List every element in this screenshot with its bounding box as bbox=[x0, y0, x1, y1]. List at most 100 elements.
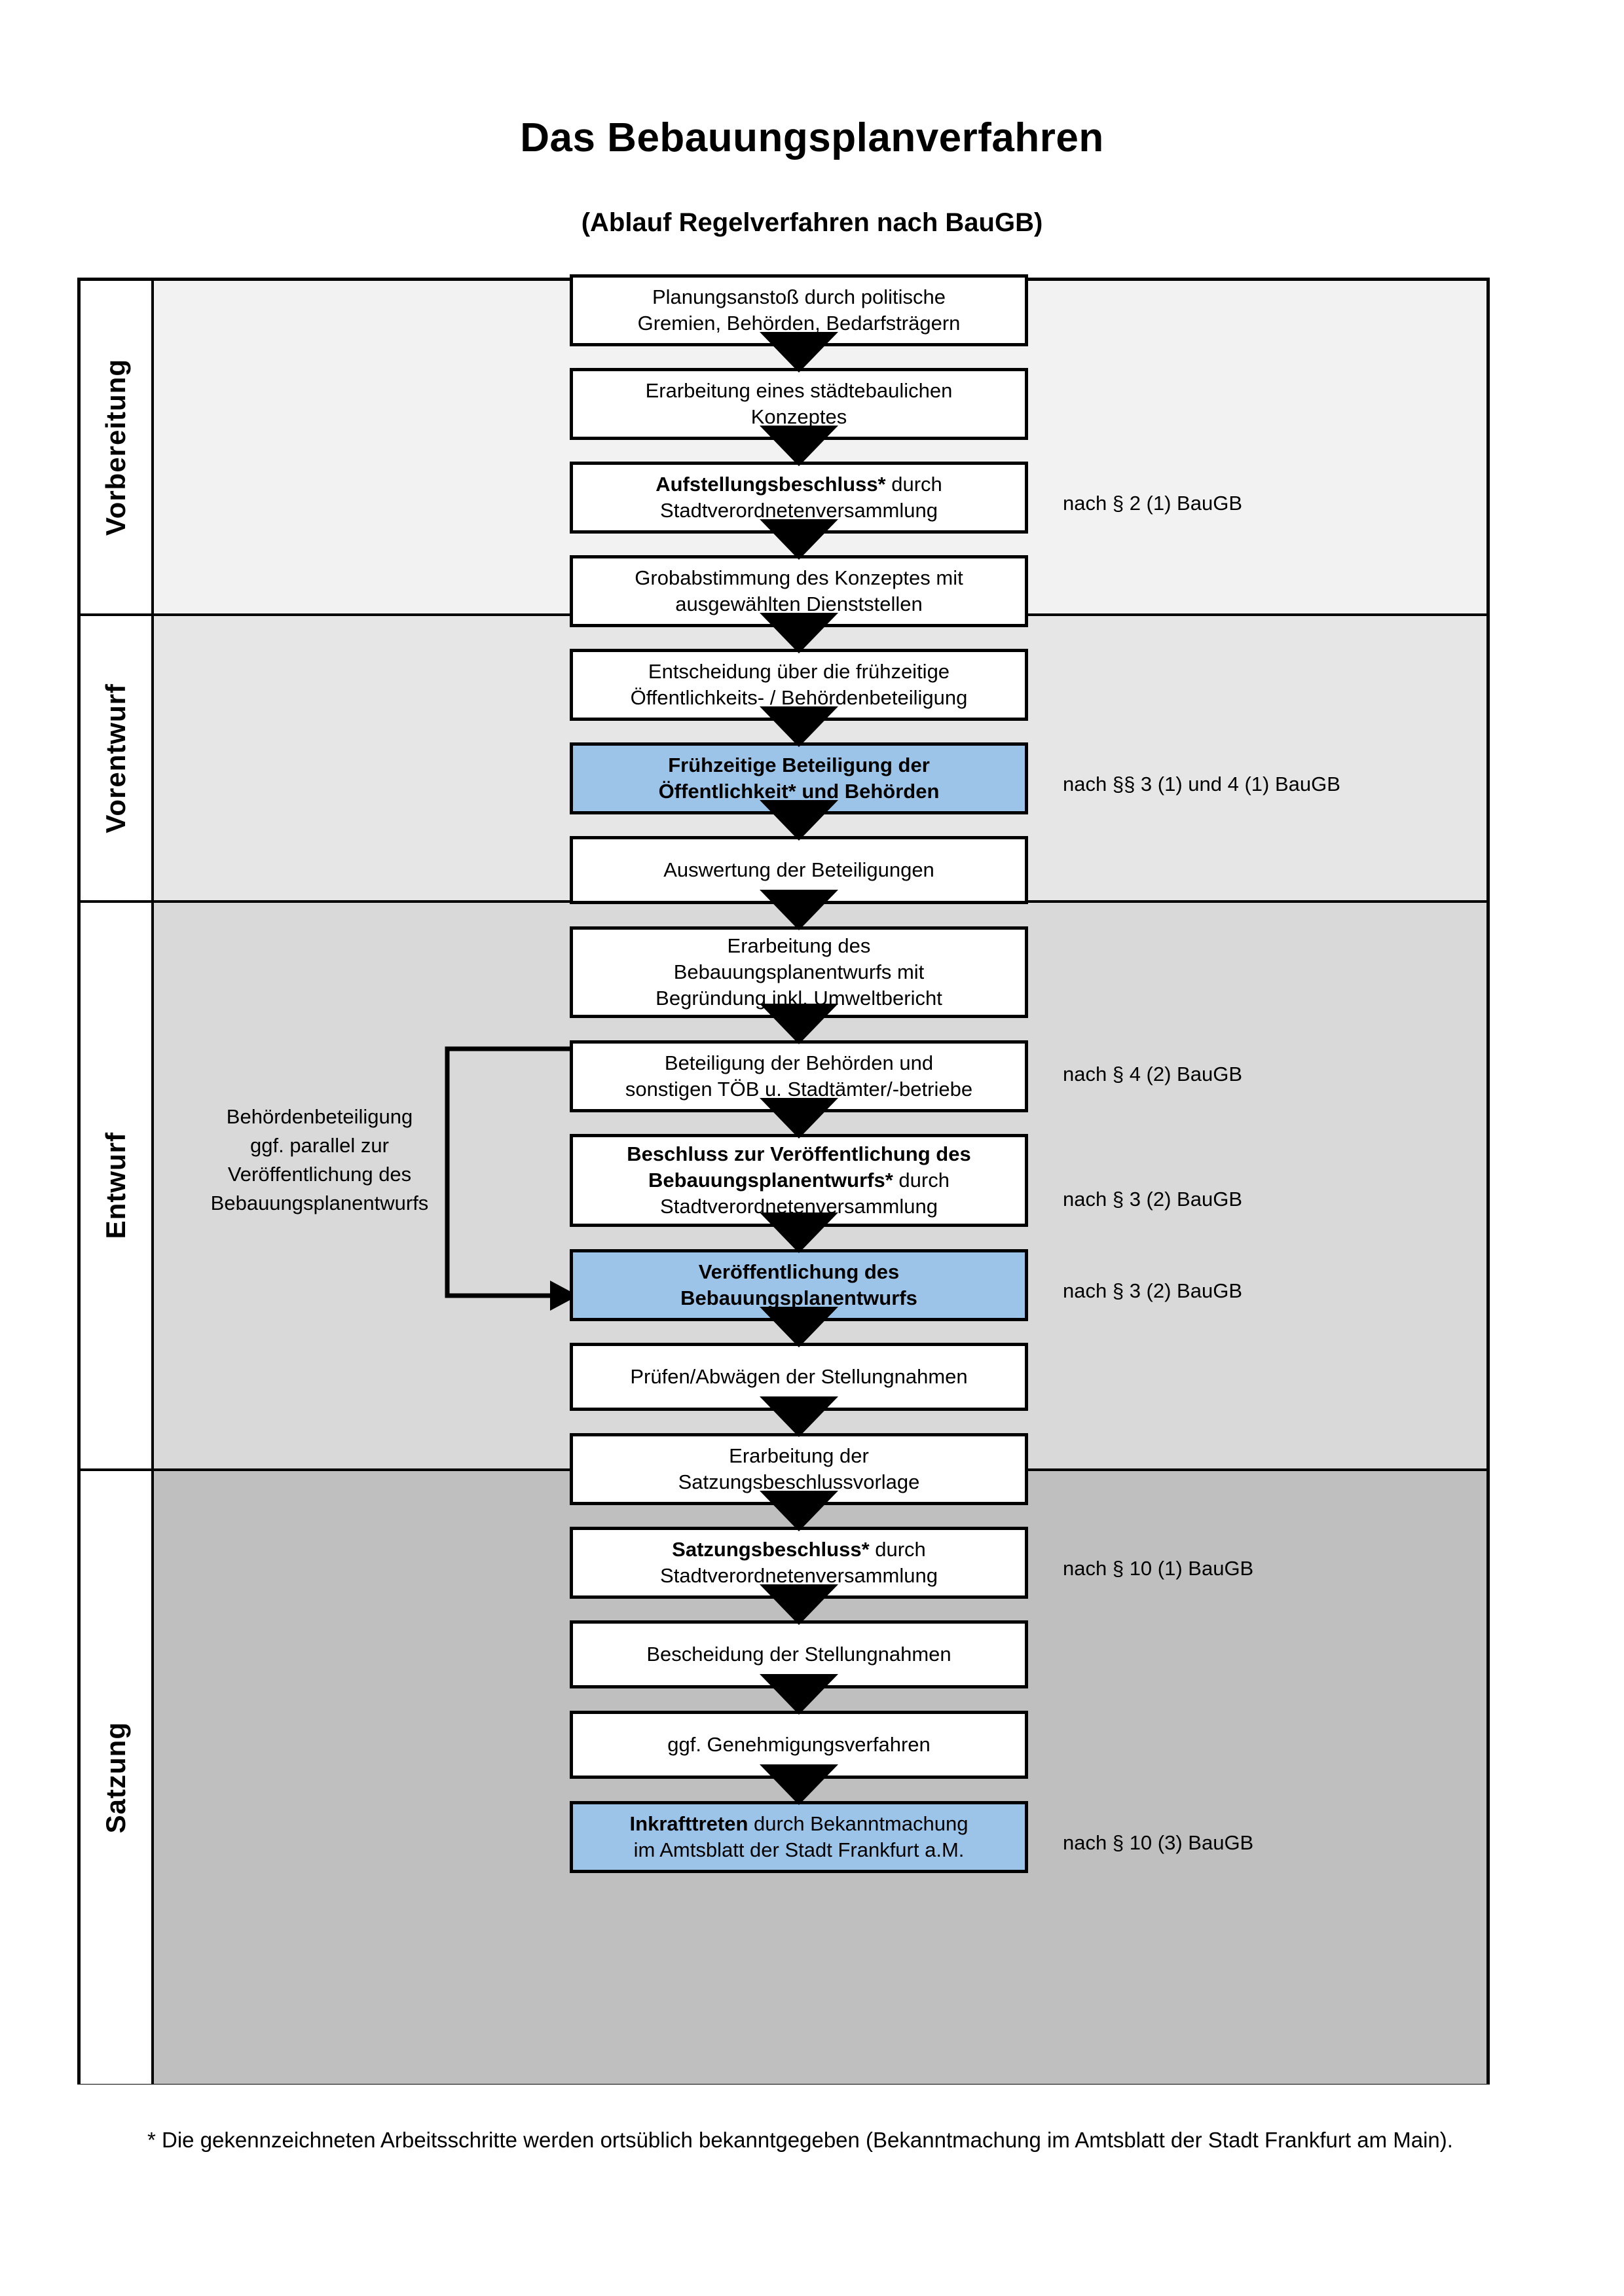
flow-arrow-down bbox=[760, 800, 838, 841]
flow-step-line-main: Frühzeitige Beteiligung der bbox=[668, 753, 930, 776]
flow-step-line-main: Erarbeitung des bbox=[727, 934, 871, 957]
flow-step-line-main: Erarbeitung der bbox=[729, 1444, 869, 1467]
flow-step-line-suffix: durch Bekanntmachung bbox=[748, 1812, 969, 1835]
flow-step-line: Gremien, Behörden, Bedarfsträgern bbox=[638, 310, 961, 337]
flow-step-line-suffix: durch bbox=[885, 472, 942, 496]
flow-arrow-down bbox=[760, 1491, 838, 1531]
flow-step-line: ausgewählten Dienststellen bbox=[635, 591, 963, 617]
flow-arrow-down bbox=[760, 1004, 838, 1044]
flow-step-line: Erarbeitung eines städtebaulichen bbox=[646, 378, 953, 404]
flow-step-line-main: Veröffentlichung des bbox=[698, 1260, 900, 1283]
flow-step-line: Erarbeitung der bbox=[678, 1443, 920, 1469]
flow-arrow-down bbox=[760, 1674, 838, 1715]
section-label-text: Satzung bbox=[100, 1721, 131, 1834]
legal-reference-2: nach §§ 3 (1) und 4 (1) BauGB bbox=[1063, 773, 1340, 795]
flow-step-line-main: Grobabstimmung des Konzeptes mit bbox=[635, 566, 963, 589]
flow-step-line-main: Konzeptes bbox=[750, 405, 847, 428]
legal-reference-3: nach § 4 (2) BauGB bbox=[1063, 1063, 1242, 1085]
flow-step-line: Inkrafttreten durch Bekanntmachung bbox=[630, 1811, 969, 1837]
flow-step-line: ggf. Genehmigungsverfahren bbox=[667, 1732, 931, 1758]
flow-arrow-down bbox=[760, 1098, 838, 1139]
legal-reference-5: nach § 3 (2) BauGB bbox=[1063, 1279, 1242, 1302]
section-label-satzung: Satzung bbox=[81, 1471, 154, 2084]
flow-arrow-down bbox=[760, 1764, 838, 1805]
flow-arrow-down bbox=[760, 426, 838, 466]
flow-step-text: Grobabstimmung des Konzeptes mit ausgewäh… bbox=[635, 565, 963, 618]
flow-step-line: Beschluss zur Veröffentlichung des bbox=[627, 1141, 970, 1167]
legal-reference-4: nach § 3 (2) BauGB bbox=[1063, 1188, 1242, 1211]
flow-step-line: Öffentlichkeits- / Behördenbeteiligung bbox=[631, 685, 968, 711]
flow-step-line-main: Entscheidung über die frühzeitige bbox=[648, 659, 950, 683]
flow-step-line: Bebauungsplanentwurfs mit bbox=[655, 959, 942, 985]
flow-step-line: sonstigen TÖB u. Stadtämter/-betriebe bbox=[625, 1076, 972, 1102]
side-annotation-line: Veröffentlichung des bbox=[227, 1163, 412, 1186]
flow-step-line: Prüfen/Abwägen der Stellungnahmen bbox=[630, 1364, 967, 1390]
flow-step-text: Auswertung der Beteiligungen bbox=[663, 857, 934, 883]
flow-step-line-main: Bebauungsplanentwurfs bbox=[680, 1286, 917, 1309]
flow-step-line: Bebauungsplanentwurfs bbox=[680, 1285, 917, 1311]
flow-step-line: Bescheidung der Stellungnahmen bbox=[646, 1641, 951, 1667]
flow-step-line-main: Bebauungsplanentwurfs mit bbox=[673, 960, 925, 983]
flow-step-line: Öffentlichkeit* und Behörden bbox=[659, 778, 940, 805]
parallel-loop-connector bbox=[445, 1046, 578, 1311]
section-label-entwurf: Entwurf bbox=[81, 903, 154, 1468]
flow-step-line: Aufstellungsbeschluss* durch bbox=[655, 471, 942, 498]
flow-step-line-main: im Amtsblatt der Stadt Frankfurt a.M. bbox=[633, 1838, 965, 1861]
flow-step-line: Frühzeitige Beteiligung der bbox=[659, 752, 940, 778]
flow-step-line: Auswertung der Beteiligungen bbox=[663, 857, 934, 883]
side-annotation-line: Bebauungsplanentwurfs bbox=[210, 1192, 429, 1215]
flow-step-line-main: Öffentlichkeit* und Behörden bbox=[658, 780, 940, 803]
flow-arrow-down bbox=[760, 1584, 838, 1625]
section-label-vorentwurf: Vorentwurf bbox=[81, 616, 154, 900]
page-title: Das Bebauungsplanverfahren bbox=[520, 115, 1104, 160]
flow-step-line-main: Inkrafttreten bbox=[629, 1812, 748, 1835]
flow-step-line-main: sonstigen TÖB u. Stadtämter/-betriebe bbox=[625, 1078, 973, 1101]
flow-step-line-main: Gremien, Behörden, Bedarfsträgern bbox=[637, 312, 961, 335]
flow-arrow-down bbox=[760, 1212, 838, 1253]
flow-arrow-down bbox=[760, 519, 838, 560]
flow-step-line-main: Bescheidung der Stellungnahmen bbox=[646, 1642, 951, 1666]
flow-step-line-main: Erarbeitung eines städtebaulichen bbox=[645, 378, 953, 402]
flow-step-text: Bescheidung der Stellungnahmen bbox=[646, 1641, 951, 1667]
flow-step-line-main: Prüfen/Abwägen der Stellungnahmen bbox=[630, 1364, 968, 1388]
flow-step-line: Stadtverordnetenversammlung bbox=[660, 1563, 938, 1589]
flow-step-line: Stadtverordnetenversammlung bbox=[655, 498, 942, 524]
flow-step-line: Planungsanstoß durch politische bbox=[638, 284, 961, 310]
page-subtitle: (Ablauf Regelverfahren nach BauGB) bbox=[581, 208, 1043, 237]
flow-arrow-down bbox=[760, 332, 838, 373]
section-label-text: Vorbereitung bbox=[100, 358, 131, 536]
flow-step-line-main: Satzungsbeschlussvorlage bbox=[678, 1470, 920, 1493]
flow-arrow-down bbox=[760, 613, 838, 653]
legal-reference-6: nach § 10 (1) BauGB bbox=[1063, 1557, 1254, 1580]
footnote: * Die gekennzeichneten Arbeitsschritte w… bbox=[147, 2128, 1453, 2152]
legal-reference-7: nach § 10 (3) BauGB bbox=[1063, 1831, 1254, 1854]
flow-step-line-main: Aufstellungsbeschluss* bbox=[655, 472, 886, 496]
flow-step-line: Konzeptes bbox=[646, 404, 953, 430]
flow-step-text: Beteiligung der Behörden und sonstigen TÖ… bbox=[625, 1050, 972, 1103]
side-annotation-line: ggf. parallel zur bbox=[250, 1134, 389, 1157]
flow-step-line-main: Beschluss zur Veröffentlichung des bbox=[627, 1142, 971, 1165]
flow-step-line: Satzungsbeschlussvorlage bbox=[678, 1469, 920, 1495]
section-label-text: Entwurf bbox=[100, 1132, 131, 1239]
flow-step-line-main: Satzungsbeschluss* bbox=[672, 1537, 870, 1561]
flow-step-line-main: Beteiligung der Behörden und bbox=[664, 1051, 934, 1074]
flow-step-text: Prüfen/Abwägen der Stellungnahmen bbox=[630, 1364, 967, 1390]
flow-step-line: Satzungsbeschluss* durch bbox=[660, 1537, 938, 1563]
flow-step-line: Grobabstimmung des Konzeptes mit bbox=[635, 565, 963, 591]
flow-step-line-main: ausgewählten Dienststellen bbox=[675, 592, 923, 615]
section-label-text: Vorentwurf bbox=[100, 683, 131, 833]
